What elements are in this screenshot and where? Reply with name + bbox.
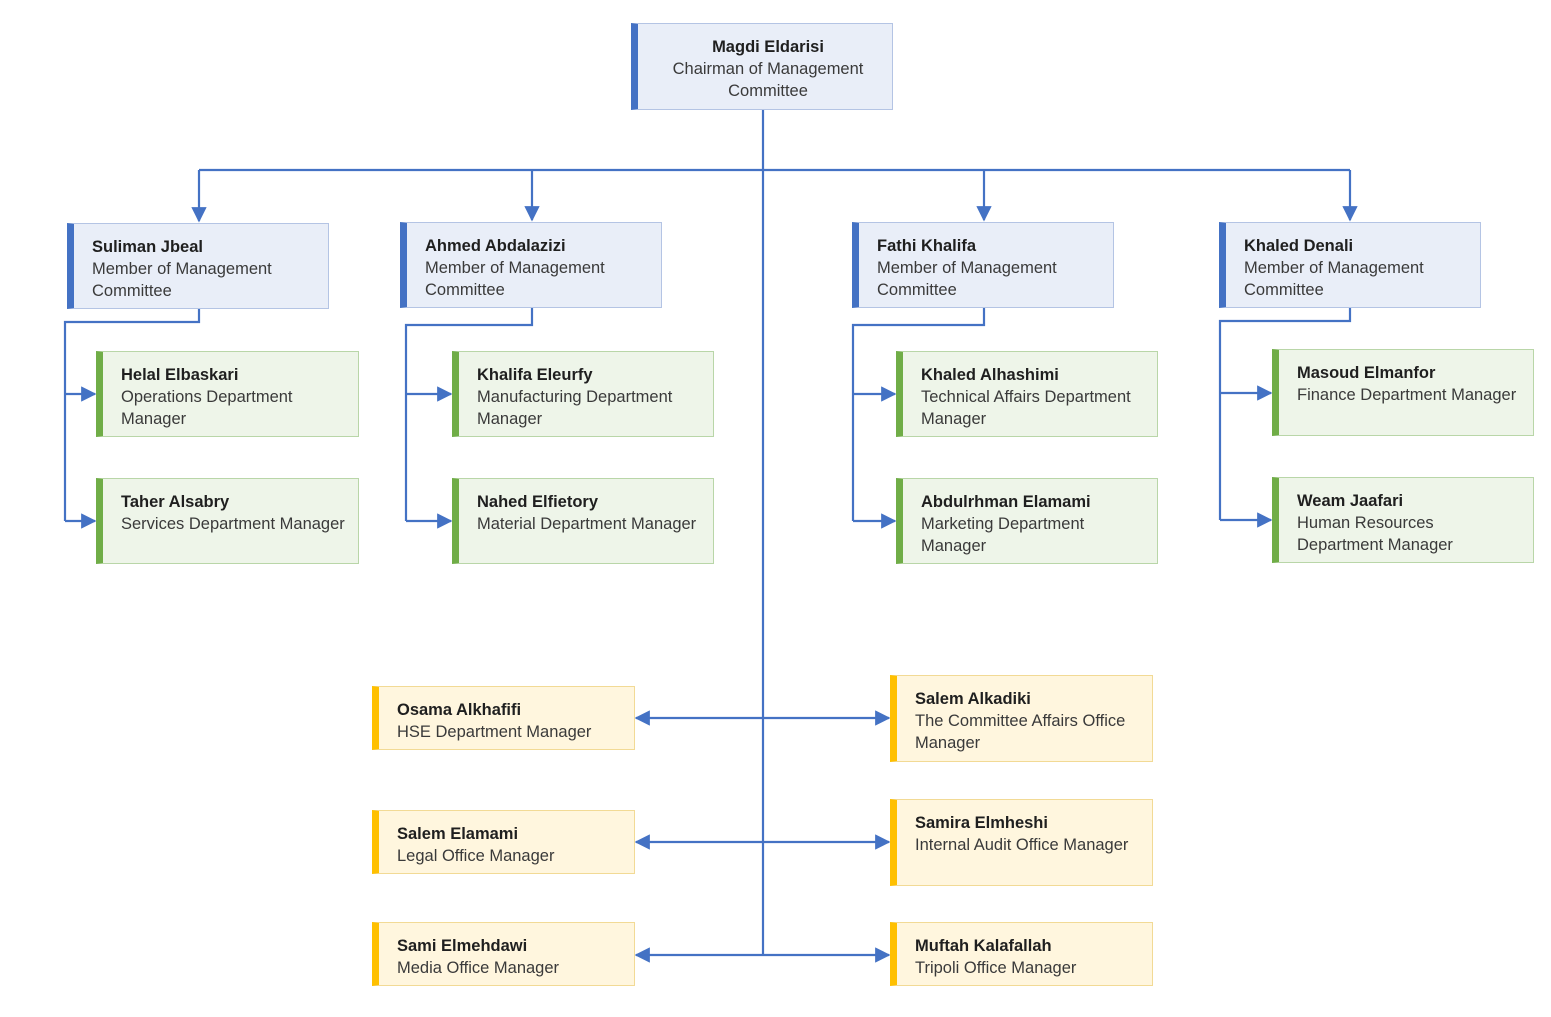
manager-name: Taher Alsabry (121, 493, 230, 511)
manager-title: Manufacturing Department Manager (477, 388, 673, 428)
member-3-drop (851, 308, 986, 521)
office-box-right-2: Samira Elmheshi Internal Audit Office Ma… (890, 799, 1153, 886)
manager-title: Material Department Manager (477, 515, 697, 533)
member-title: Member of Management Committee (425, 259, 605, 299)
member-box-1: Suliman Jbeal Member of Management Commi… (67, 223, 329, 309)
manager-name: Nahed Elfietory (477, 493, 599, 511)
manager-name: Masoud Elmanfor (1297, 364, 1436, 382)
member-title: Member of Management Committee (92, 260, 272, 300)
department-box-1-1: Helal Elbaskari Operations Department Ma… (96, 351, 359, 437)
member-name: Khaled Denali (1244, 237, 1354, 255)
chairman-title: Chairman of Management Committee (672, 60, 864, 100)
manager-title: Marketing Department Manager (921, 515, 1085, 555)
office-manager-name: Muftah Kalafallah (915, 937, 1052, 955)
member-name: Fathi Khalifa (877, 237, 977, 255)
chairman-name: Magdi Eldarisi (712, 38, 824, 56)
office-manager-title: Internal Audit Office Manager (915, 836, 1129, 854)
office-manager-name: Salem Elamami (397, 825, 519, 843)
office-manager-name: Osama Alkhafifi (397, 701, 522, 719)
office-manager-title: Media Office Manager (397, 959, 560, 977)
department-box-2-2: Nahed Elfietory Material Department Mana… (452, 478, 714, 564)
member-box-3: Fathi Khalifa Member of Management Commi… (852, 222, 1114, 308)
manager-title: Human Resources Department Manager (1297, 514, 1453, 554)
member-4-drop (1218, 308, 1352, 520)
office-manager-name: Samira Elmheshi (915, 814, 1048, 832)
department-box-3-1: Khaled Alhashimi Technical Affairs Depar… (896, 351, 1158, 437)
department-box-4-1: Masoud Elmanfor Finance Department Manag… (1272, 349, 1534, 436)
office-manager-name: Salem Alkadiki (915, 690, 1031, 708)
office-manager-title: HSE Department Manager (397, 723, 592, 741)
member-box-4: Khaled Denali Member of Management Commi… (1219, 222, 1481, 308)
manager-name: Khaled Alhashimi (921, 366, 1059, 384)
member-1-drop (63, 309, 201, 521)
member-box-2: Ahmed Abdalazizi Member of Management Co… (400, 222, 662, 308)
department-box-1-2: Taher Alsabry Services Department Manage… (96, 478, 359, 564)
manager-name: Weam Jaafari (1297, 492, 1404, 510)
department-box-3-2: Abdulrhman Elamami Marketing Department … (896, 478, 1158, 564)
office-box-left-1: Osama Alkhafifi HSE Department Manager (372, 686, 635, 750)
manager-name: Helal Elbaskari (121, 366, 239, 384)
office-manager-title: Tripoli Office Manager (915, 959, 1077, 977)
manager-name: Abdulrhman Elamami (921, 493, 1091, 511)
office-box-right-3: Muftah Kalafallah Tripoli Office Manager (890, 922, 1153, 986)
office-manager-title: Legal Office Manager (397, 847, 555, 865)
department-box-4-2: Weam Jaafari Human Resources Department … (1272, 477, 1534, 563)
office-manager-title: The Committee Affairs Office Manager (915, 712, 1126, 752)
office-manager-name: Sami Elmehdawi (397, 937, 528, 955)
member-name: Ahmed Abdalazizi (425, 237, 566, 255)
office-box-left-2: Salem Elamami Legal Office Manager (372, 810, 635, 874)
member-title: Member of Management Committee (1244, 259, 1424, 299)
chairman-box: Magdi Eldarisi Chairman of Management Co… (631, 23, 893, 110)
manager-title: Finance Department Manager (1297, 386, 1517, 404)
member-title: Member of Management Committee (877, 259, 1057, 299)
member-name: Suliman Jbeal (92, 238, 203, 256)
manager-title: Services Department Manager (121, 515, 345, 533)
office-box-left-3: Sami Elmehdawi Media Office Manager (372, 922, 635, 986)
member-2-drop (404, 308, 534, 521)
manager-name: Khalifa Eleurfy (477, 366, 593, 384)
manager-title: Operations Department Manager (121, 388, 293, 428)
department-box-2-1: Khalifa Eleurfy Manufacturing Department… (452, 351, 714, 437)
manager-title: Technical Affairs Department Manager (921, 388, 1131, 428)
office-box-right-1: Salem Alkadiki The Committee Affairs Off… (890, 675, 1153, 762)
